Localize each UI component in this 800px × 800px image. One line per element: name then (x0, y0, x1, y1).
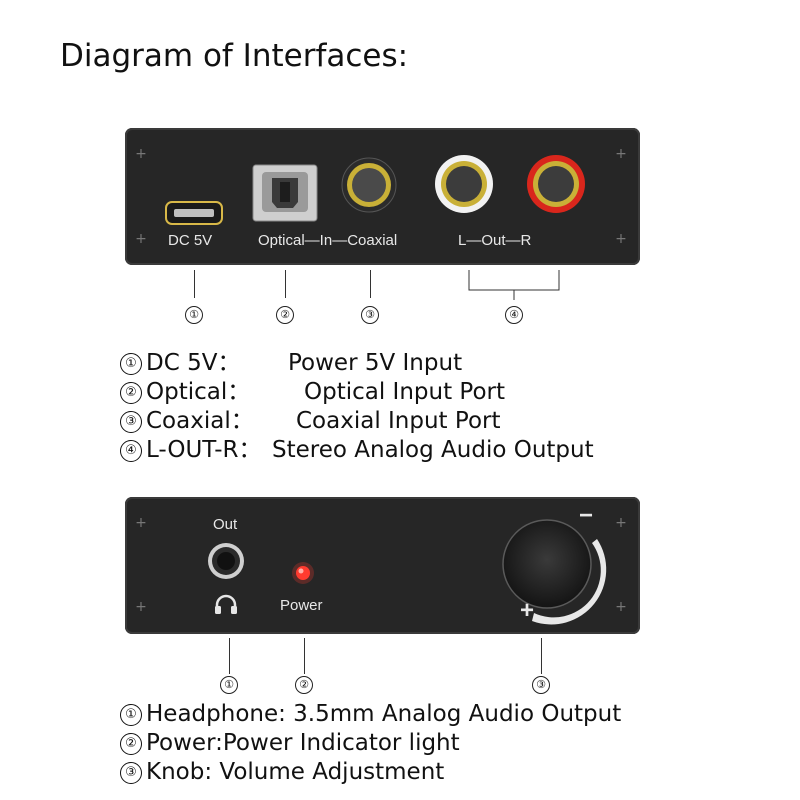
rca-right-port-icon (527, 155, 585, 213)
marker-3: ③ (532, 676, 550, 694)
marker-2: ② (295, 676, 313, 694)
legend-key: Optical： (146, 379, 251, 405)
legend-desc: Stereo Analog Audio Output (272, 437, 594, 463)
volume-minus-label: − (579, 502, 594, 529)
headphone-icon (215, 594, 237, 614)
optical-in-coaxial-label: Optical—In—Coaxial (258, 232, 398, 249)
page-title: Diagram of Interfaces: (60, 38, 409, 74)
screw-icon: + (135, 515, 147, 531)
dc-5v-label: DC 5V (168, 232, 213, 249)
screw-icon: + (615, 599, 627, 615)
leader-line (541, 638, 542, 674)
power-label: Power (280, 597, 323, 614)
leader-line (194, 270, 195, 298)
dc-5v-port-icon (165, 201, 223, 225)
marker-4: ④ (505, 306, 523, 324)
legend-desc: Power 5V Input (288, 350, 463, 376)
volume-knob-icon (502, 519, 607, 625)
l-out-r-label: L—Out—R (458, 232, 532, 249)
screw-icon: + (615, 146, 627, 162)
marker-1: ① (185, 306, 203, 324)
optical-port-icon (252, 164, 318, 222)
screw-icon: + (615, 231, 627, 247)
front-panel: + + + + Out Power − + (125, 497, 640, 634)
screw-icon: + (135, 146, 147, 162)
legend-number: ① (120, 353, 142, 375)
legend-number: ② (120, 382, 142, 404)
screw-icon: + (135, 231, 147, 247)
legend-desc: Optical Input Port (304, 379, 506, 405)
marker-3: ③ (361, 306, 379, 324)
legend-text: Knob: Volume Adjustment (146, 759, 445, 785)
volume-plus-label: + (520, 597, 535, 624)
legend-number: ② (120, 733, 142, 755)
legend-key: Coaxial： (146, 408, 254, 434)
output-bracket (468, 270, 560, 300)
legend-number: ④ (120, 440, 142, 462)
headphone-jack-icon (208, 543, 244, 579)
legend-desc: Coaxial Input Port (296, 408, 501, 434)
rca-left-port-icon (435, 155, 493, 213)
leader-line (285, 270, 286, 298)
screw-icon: + (135, 599, 147, 615)
legend-key: L-OUT-R： (146, 437, 262, 463)
back-panel: + + + + DC 5V Optical—In—Coaxial L—Out—R (125, 128, 640, 265)
out-label: Out (213, 516, 238, 533)
coaxial-port-icon (341, 157, 397, 213)
leader-line (304, 638, 305, 674)
leader-line (370, 270, 371, 298)
legend-number: ③ (120, 762, 142, 784)
legend-number: ③ (120, 411, 142, 433)
legend-text: Headphone: 3.5mm Analog Audio Output (146, 701, 622, 727)
marker-1: ① (220, 676, 238, 694)
legend-key: DC 5V： (146, 350, 241, 376)
power-led-icon (292, 562, 314, 584)
legend-number: ① (120, 704, 142, 726)
leader-line (229, 638, 230, 674)
legend-text: Power:Power Indicator light (146, 730, 460, 756)
screw-icon: + (615, 515, 627, 531)
marker-2: ② (276, 306, 294, 324)
